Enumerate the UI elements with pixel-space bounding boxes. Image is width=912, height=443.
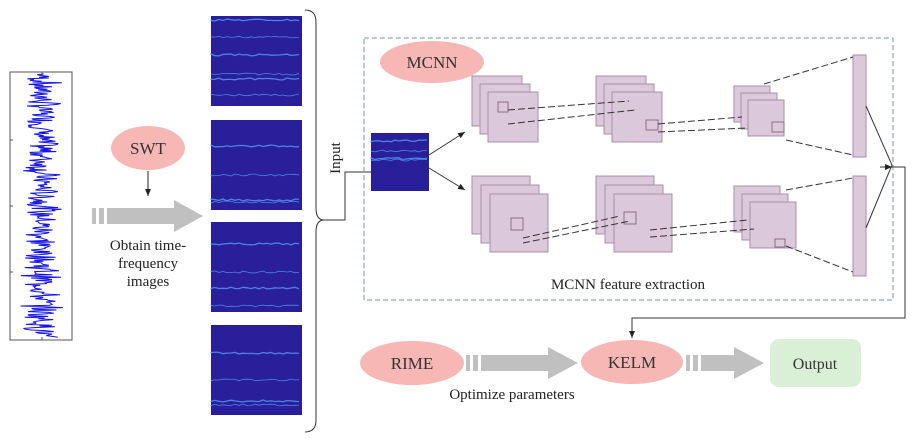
branch-arrow-top	[428, 131, 466, 156]
branch-arrow-bottom	[428, 167, 466, 191]
signal-axis-ticks	[10, 72, 43, 340]
input-brace	[304, 9, 325, 433]
spectrogram-3	[210, 222, 302, 312]
spectrogram-2	[210, 120, 302, 210]
mcnn-node: MCNN	[380, 41, 484, 83]
to-spectrograms-arrow	[92, 200, 203, 232]
top-conv-3	[733, 85, 785, 137]
time-frequency-images	[210, 16, 302, 415]
obtain-images-label: Obtain time- frequency images	[110, 238, 186, 290]
kelm-label: KELM	[608, 353, 656, 372]
bottom-branch	[471, 175, 867, 277]
merge-lines	[865, 105, 893, 229]
swt-node: SWT	[111, 126, 185, 170]
kernel-squares	[497, 101, 786, 248]
swt-ellipse	[111, 126, 185, 170]
swt-label: SWT	[130, 139, 167, 158]
top-dense-layer	[852, 54, 867, 158]
mcnn-label: MCNN	[406, 53, 457, 72]
bottom-conv-1	[471, 175, 549, 253]
rime-node: RIME	[360, 341, 464, 385]
spectrogram-1	[210, 16, 302, 106]
mcnn-ellipse	[380, 41, 484, 83]
rime-ellipse	[360, 341, 464, 385]
top-conv-1	[471, 75, 539, 143]
feature-to-kelm-connector	[629, 166, 906, 338]
signal-waveform	[20, 73, 64, 338]
kelm-node: KELM	[581, 340, 683, 384]
obtain-label-line-1: Obtain time-	[110, 238, 186, 254]
optimize-label: Optimize parameters	[449, 387, 575, 403]
bottom-dense-layer	[852, 175, 867, 277]
obtain-label-line-3: images	[127, 274, 170, 290]
output-box	[770, 339, 861, 387]
top-conv-2	[595, 75, 663, 143]
bottom-conv-2	[595, 175, 673, 253]
kelm-to-output-arrow	[686, 347, 764, 379]
rime-label: RIME	[391, 354, 434, 373]
spectrogram-4	[210, 325, 302, 415]
output-node: Output	[770, 339, 861, 387]
bottom-conv-3	[733, 185, 797, 249]
rime-to-kelm-arrow	[466, 347, 578, 379]
input-label: Input	[328, 141, 344, 173]
input-connector	[324, 171, 371, 221]
top-branch	[471, 54, 867, 158]
feature-extraction-label: MCNN feature extraction	[551, 277, 706, 293]
obtain-label-line-2: frequency	[118, 256, 178, 272]
projection-lines	[507, 56, 854, 273]
kelm-ellipse	[581, 340, 683, 384]
mcnn-dashed-box	[363, 37, 894, 301]
output-label: Output	[793, 356, 838, 373]
vibration-signal-plot	[9, 71, 73, 341]
mcnn-input-image	[370, 133, 429, 191]
